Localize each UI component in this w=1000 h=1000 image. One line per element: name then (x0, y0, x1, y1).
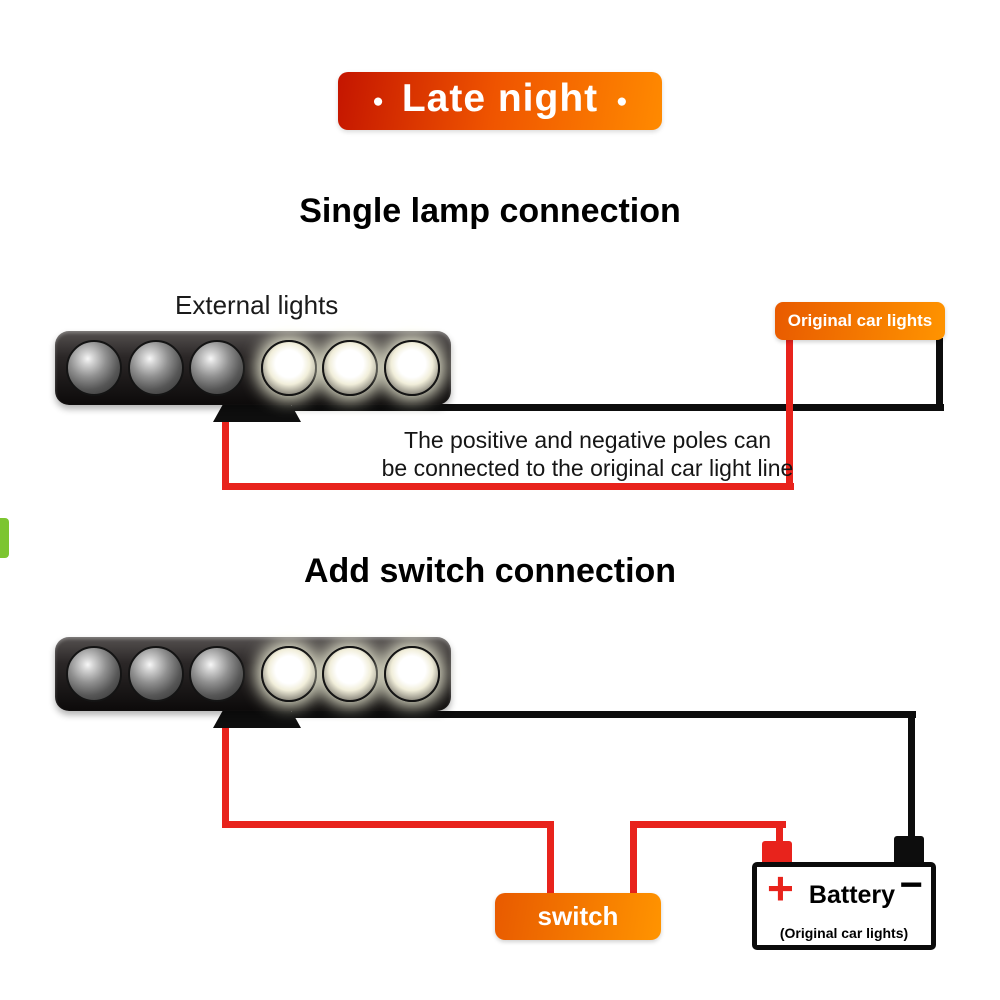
lamp-lens (260, 646, 317, 702)
wire-black-to-battery (908, 711, 915, 843)
battery-positive-terminal (762, 841, 792, 865)
battery-box: + Battery − (Original car lights) (752, 862, 936, 950)
banner-dot-right-icon: ● (616, 90, 628, 112)
wire-red-battery-drop (776, 821, 783, 847)
lamp-lens (127, 340, 184, 396)
wire-red-from-lamp-2 (222, 722, 229, 828)
banner-dot-left-icon: ● (372, 90, 384, 112)
wire-red-horizontal-to-switch (222, 821, 554, 828)
lamp-lens (66, 340, 122, 396)
wire-red-horizontal-to-battery (630, 821, 786, 828)
lamp-lens (66, 646, 122, 702)
connection-note-line-1: The positive and negative poles can (404, 427, 771, 453)
late-night-banner: ● Late night ● (338, 72, 662, 130)
battery-minus-sign: − (899, 863, 923, 907)
external-lights-label: External lights (175, 290, 339, 320)
lamp-lens (383, 340, 440, 396)
banner-title: Late night (401, 77, 599, 120)
led-light-bar-2 (55, 637, 451, 711)
switch-badge: switch (495, 893, 661, 940)
section-title-add-switch: Add switch connection (303, 552, 677, 590)
original-car-lights-badge: Original car lights (775, 302, 945, 340)
wire-red-switch-left-drop (547, 821, 554, 895)
lamp-lens (322, 340, 379, 396)
green-accent-shape (0, 518, 9, 558)
wire-black-vertical-1 (936, 338, 943, 408)
battery-label: Battery (808, 881, 896, 909)
wire-black-horizontal-1 (292, 404, 944, 411)
battery-negative-terminal (894, 836, 924, 865)
battery-sublabel: (Original car lights) (779, 925, 909, 941)
section-title-single-lamp: Single lamp connection (299, 192, 681, 230)
wire-black-horizontal-2 (292, 711, 916, 718)
battery-plus-sign: + (767, 862, 794, 914)
wire-red-horizontal-1 (222, 483, 794, 490)
wire-red-to-badge-1 (786, 340, 793, 490)
lamp-lens (189, 340, 246, 396)
lamp-lens (260, 340, 317, 396)
lamp-lens (189, 646, 246, 702)
lamp-lens (127, 646, 184, 702)
wire-red-switch-right-drop (630, 821, 637, 895)
lamp-lens (383, 646, 440, 702)
lamp-mounting-bracket-2 (213, 706, 301, 728)
lamp-mounting-bracket-1 (213, 400, 301, 422)
wire-red-from-lamp-1 (222, 416, 229, 488)
connection-note: The positive and negative poles can be c… (295, 426, 880, 482)
lamp-lens (322, 646, 379, 702)
led-light-bar-1 (55, 331, 451, 405)
connection-note-line-2: be connected to the original car light l… (381, 455, 794, 481)
